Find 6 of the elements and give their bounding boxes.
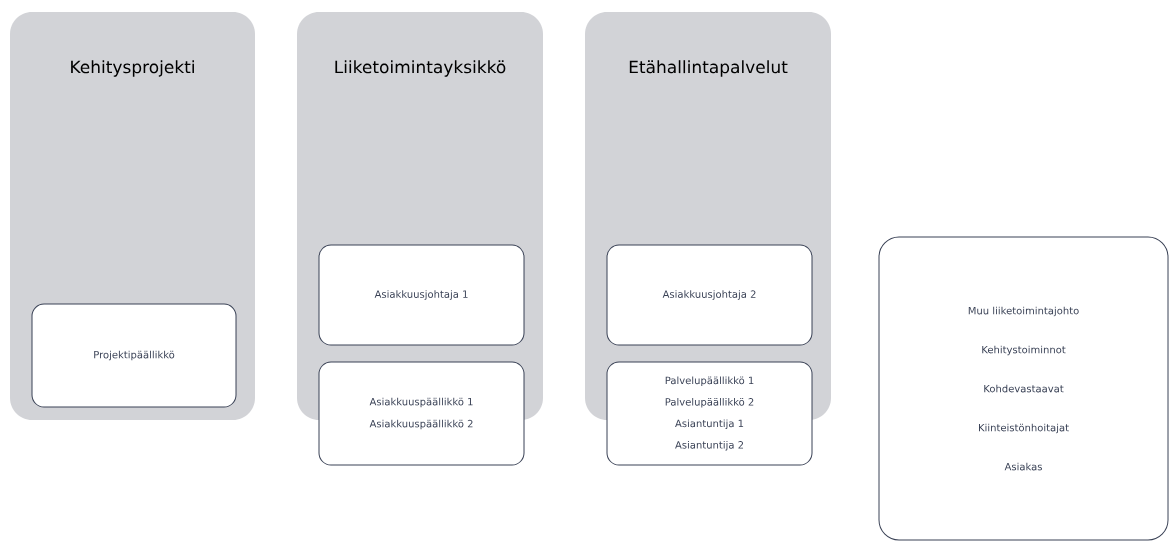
role-box: Asiakkuusjohtaja 2 bbox=[606, 244, 813, 346]
role-box: Palvelupäällikkö 1 Palvelupäällikkö 2 Asiantuntija 1 Asiantuntija 2 bbox=[606, 361, 813, 466]
role-box: Asiakkuuspäällikkö 1 Asiakkuuspäällikkö 2 bbox=[318, 361, 525, 466]
list-box: Muu liiketoimintajohto Kehitystoiminnot Kohdevastaavat Kiinteistönhoitajat Asiakas bbox=[878, 236, 1169, 541]
role-box: Asiakkuusjohtaja 1 bbox=[318, 244, 525, 346]
role-box: Projektipäällikkö bbox=[31, 303, 237, 408]
